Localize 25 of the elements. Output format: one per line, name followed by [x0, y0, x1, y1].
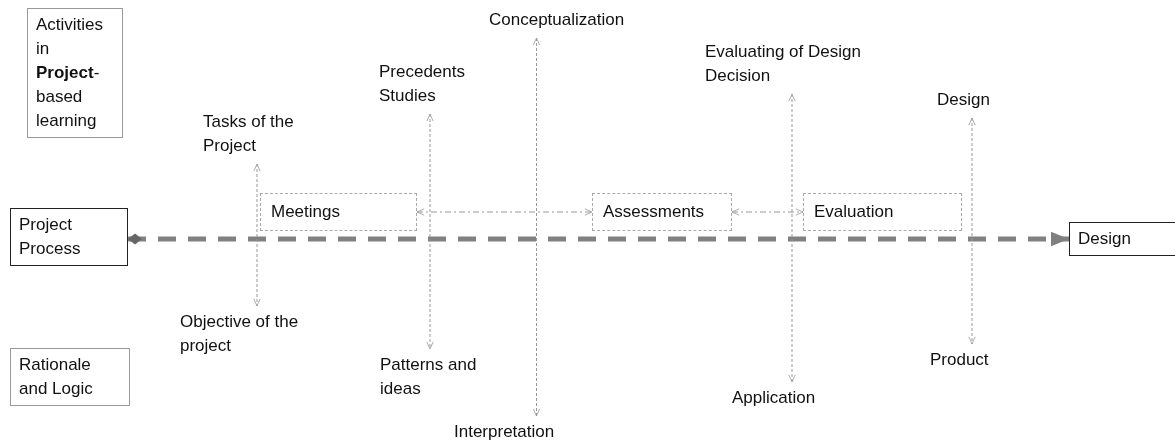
- box-text: Activities in Project-based learning: [36, 14, 105, 132]
- rationale-label: Objective of the project: [180, 310, 350, 358]
- process-box: [592, 193, 732, 231]
- activity-label: Tasks of the Project: [203, 110, 311, 158]
- box-text: Evaluation: [814, 201, 895, 223]
- heading-box: [10, 348, 130, 406]
- box-text: Design: [1078, 228, 1132, 250]
- heading-box: [27, 8, 123, 138]
- box-text: Assessments: [603, 201, 706, 223]
- activity-label: Precedents Studies: [379, 60, 489, 108]
- activity-label: Evaluating of Design Decision: [705, 40, 865, 88]
- rationale-label: Product: [930, 348, 1010, 372]
- rationale-label: Patterns and ideas: [380, 353, 480, 401]
- rationale-label: Interpretation: [454, 420, 584, 444]
- process-arrow: [128, 231, 1069, 247]
- output-box: [1069, 222, 1175, 256]
- box-text: Project Process: [19, 214, 82, 260]
- box-text: Rationale and Logic: [19, 354, 94, 400]
- process-box: [803, 193, 962, 231]
- heading-box: [10, 208, 128, 266]
- activity-label: Conceptualization: [489, 8, 669, 32]
- box-text: Meetings: [271, 201, 341, 223]
- rationale-label: Application: [732, 386, 852, 410]
- activity-label: Design: [937, 88, 1007, 112]
- process-box: [260, 193, 417, 231]
